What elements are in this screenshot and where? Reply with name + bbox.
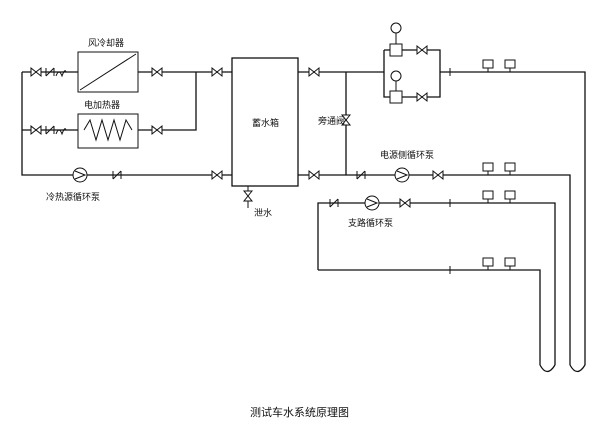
storage-tank: 蓄水箱 泄水	[231, 57, 299, 219]
cold-heat-pump: 冷热源循环泵	[46, 167, 100, 203]
electric-heater: 电加热器	[77, 99, 139, 149]
air-cooler-label: 风冷却器	[88, 37, 124, 49]
drain-label: 泄水	[254, 207, 272, 219]
branch-loop: 支路循环泵	[317, 195, 586, 373]
branch-pump-label: 支路循环泵	[348, 217, 393, 229]
air-cooler: 风冷却器	[77, 37, 139, 93]
supply-pump-label: 电源侧循环泵	[380, 149, 434, 161]
electric-heater-label: 电加热器	[84, 99, 120, 111]
diagram-caption: 测试车水系统原理图	[250, 405, 349, 419]
flow-meters	[449, 59, 516, 274]
cold-heat-pump-label: 冷热源循环泵	[46, 191, 100, 203]
supply-pump: 电源侧循环泵	[380, 149, 434, 183]
supply-piping: 旁通阀	[298, 49, 586, 365]
bypass-valve-label: 旁通阀	[318, 115, 345, 127]
storage-tank-label: 蓄水箱	[252, 117, 279, 129]
pressure-group	[389, 22, 428, 104]
